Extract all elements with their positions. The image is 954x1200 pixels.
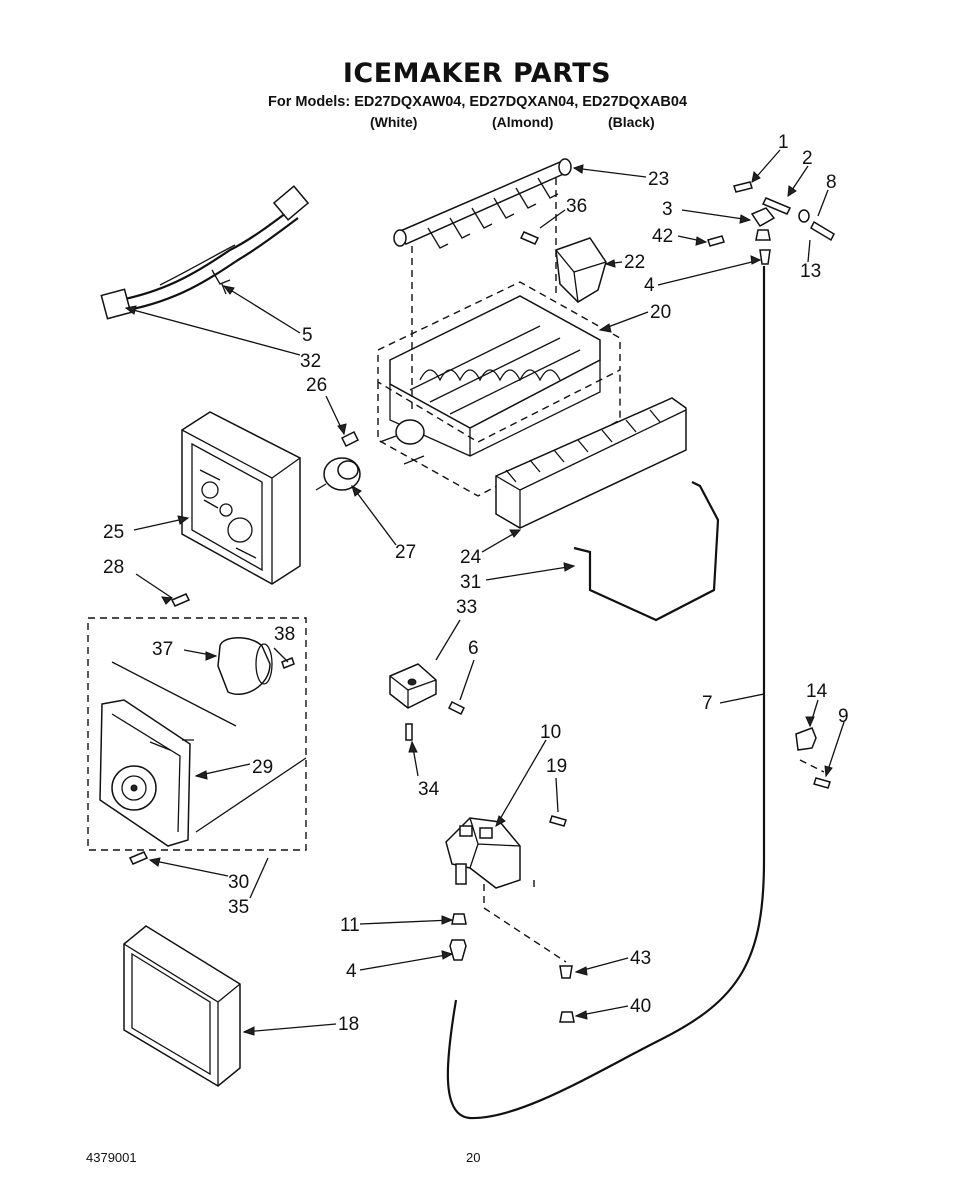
callout-11: 11 <box>340 915 360 936</box>
screw-36-drawing <box>519 231 540 245</box>
callout-37: 37 <box>152 639 173 660</box>
callout-40: 40 <box>630 996 651 1017</box>
callout-9: 9 <box>838 706 849 727</box>
callout-18: 18 <box>338 1014 359 1035</box>
page-title: ICEMAKER PARTS <box>342 58 612 89</box>
shutoff-arm-drawing <box>573 481 720 622</box>
callout-43: 43 <box>630 948 651 969</box>
callout-26: 26 <box>306 375 327 396</box>
water-valve-drawing <box>445 817 521 889</box>
screw-19-drawing <box>549 815 567 827</box>
callout-14: 14 <box>806 681 828 702</box>
callout-4-upper: 4 <box>644 275 655 296</box>
callout-30: 30 <box>228 872 249 893</box>
water-tube-drawing <box>446 266 766 1120</box>
callout-3: 3 <box>662 199 673 220</box>
motor-group-drawing <box>87 617 307 851</box>
callout-25: 25 <box>103 522 124 543</box>
fill-cup-drawing <box>555 237 607 303</box>
thermostat-drawing <box>315 457 361 491</box>
screw-9-drawing <box>799 759 831 789</box>
color-almond-label: (Almond) <box>492 114 554 130</box>
bin-cover-drawing <box>123 925 241 1087</box>
inlet-fittings-drawing <box>707 181 835 265</box>
clamp-43-drawing <box>559 965 573 979</box>
color-black-label: (Black) <box>608 114 655 130</box>
screw-28-drawing <box>170 593 191 607</box>
callout-42: 42 <box>652 226 673 247</box>
callout-33: 33 <box>456 597 477 618</box>
ejector-drawing <box>393 158 572 249</box>
callout-23: 23 <box>648 169 669 190</box>
callout-29: 29 <box>252 757 273 778</box>
callout-6: 6 <box>468 638 479 659</box>
wire-harness-drawing <box>100 185 310 320</box>
callout-35: 35 <box>228 897 249 918</box>
callout-24: 24 <box>460 547 482 568</box>
screw-30-drawing <box>128 851 149 865</box>
ferrule-4-lower-drawing <box>449 939 467 961</box>
callout-28: 28 <box>103 557 124 578</box>
mold-drawing <box>377 178 621 497</box>
arrowheads <box>124 164 833 1036</box>
callout-34: 34 <box>418 779 440 800</box>
callout-38: 38 <box>274 624 295 645</box>
clip-14-drawing <box>795 727 817 751</box>
callout-labels: 1 2 8 3 42 13 4 23 36 22 20 5 32 26 25 2… <box>103 132 849 1035</box>
callout-13: 13 <box>800 261 821 282</box>
housing-drawing <box>181 411 301 585</box>
bracket-33-drawing <box>389 663 437 709</box>
callout-27: 27 <box>395 542 416 563</box>
doc-number: 4379001 <box>86 1150 137 1165</box>
callout-10: 10 <box>540 722 561 743</box>
clip-26-drawing <box>340 430 360 448</box>
page-number: 20 <box>466 1150 481 1165</box>
callout-1: 1 <box>778 132 789 153</box>
callout-36: 36 <box>566 196 587 217</box>
screw-6-drawing <box>447 700 466 716</box>
callout-8: 8 <box>826 172 837 193</box>
nut-40-drawing <box>559 1011 575 1023</box>
callout-5: 5 <box>302 325 313 346</box>
nut-11-drawing <box>451 913 467 925</box>
callout-2: 2 <box>802 148 813 169</box>
screw-34-drawing <box>405 723 413 741</box>
stripper-drawing <box>495 397 687 529</box>
callout-22: 22 <box>624 252 645 273</box>
callout-31: 31 <box>460 572 481 593</box>
callout-7: 7 <box>702 693 713 714</box>
valve-dashed-guides <box>483 880 567 963</box>
models-line: For Models: ED27DQXAW04, ED27DQXAN04, ED… <box>268 94 688 110</box>
color-white-label: (White) <box>370 114 418 130</box>
callout-4-lower: 4 <box>346 961 357 982</box>
callout-19: 19 <box>546 756 567 777</box>
callout-32: 32 <box>300 351 321 372</box>
callout-20: 20 <box>650 302 671 323</box>
